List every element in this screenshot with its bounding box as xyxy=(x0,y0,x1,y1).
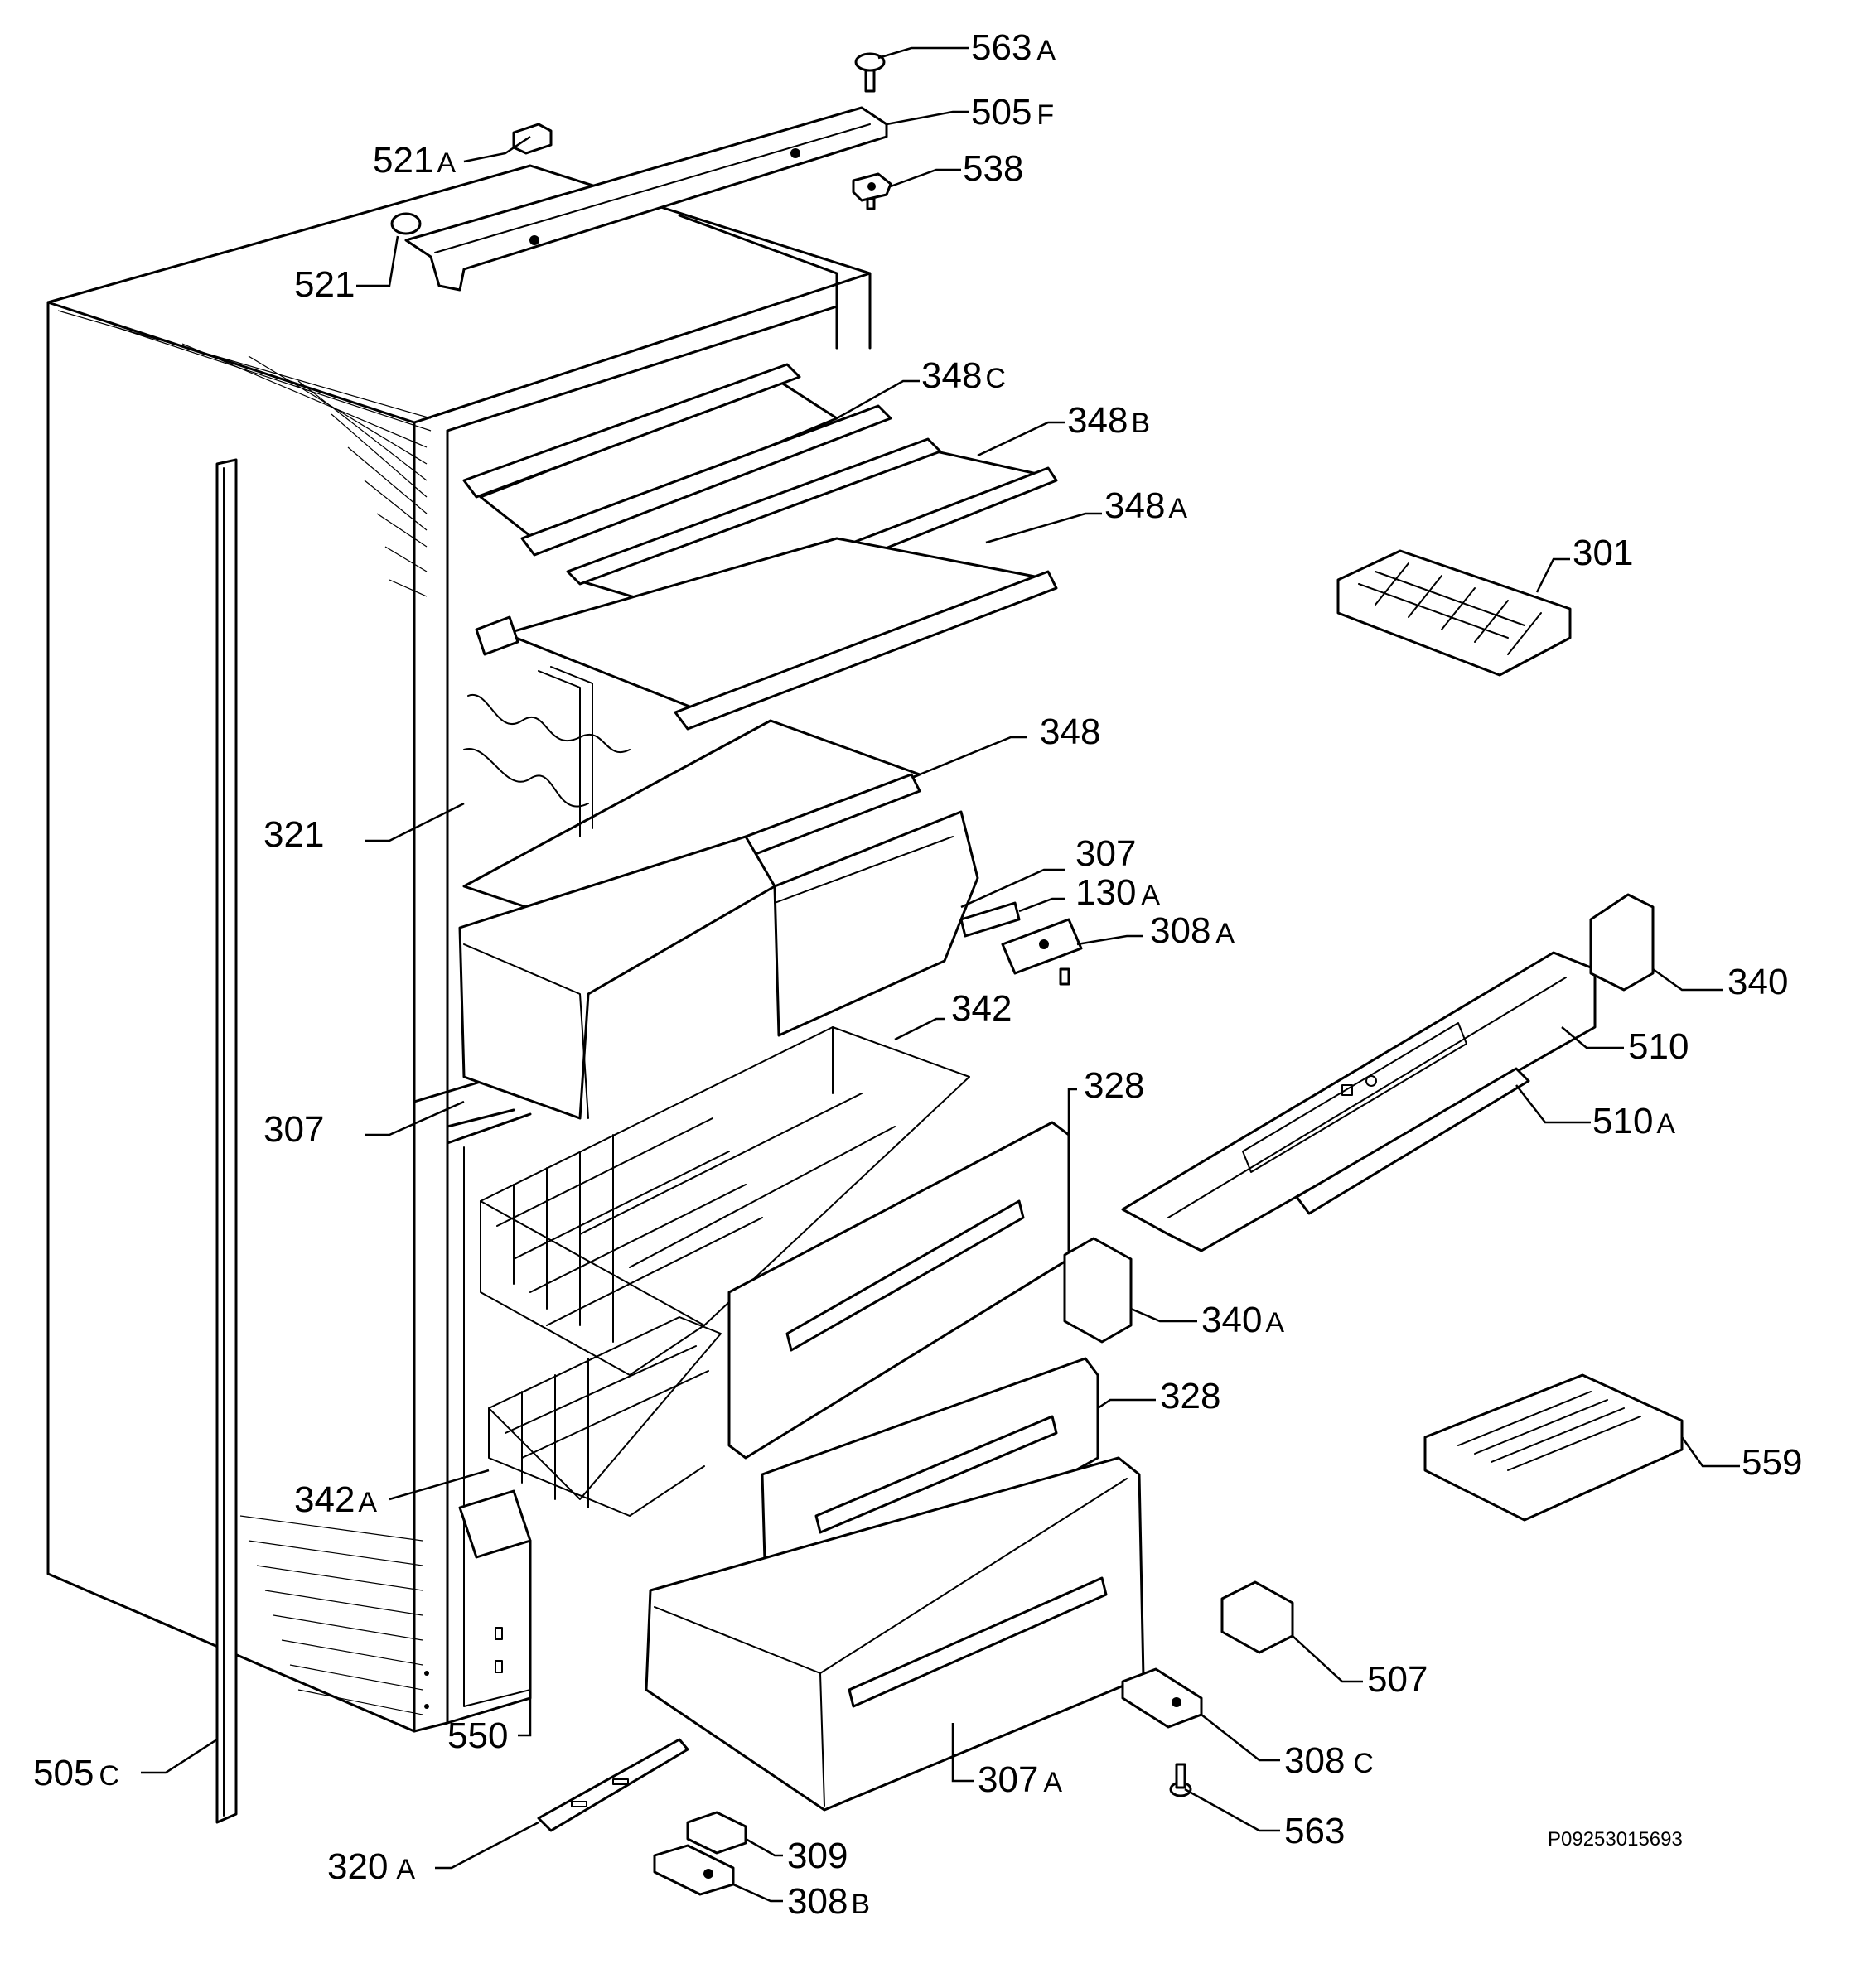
callout-309: 309 xyxy=(787,1836,848,1876)
end-cap-340a xyxy=(1063,1237,1133,1344)
bracket-538 xyxy=(852,172,892,210)
callout-328-mid: 328 xyxy=(1160,1376,1220,1416)
bottom-bin-307a xyxy=(645,1456,1145,1812)
cabinet-body xyxy=(46,164,872,1733)
hinge-308c xyxy=(1121,1667,1203,1729)
hinge-308a xyxy=(1001,918,1083,986)
callout-301: 301 xyxy=(1573,533,1633,573)
wire-basket-342a xyxy=(488,1316,722,1517)
callout-328-top: 328 xyxy=(1084,1065,1144,1106)
callout-510: 510 xyxy=(1628,1026,1689,1067)
ice-tray-301 xyxy=(1336,549,1572,677)
callout-538: 538 xyxy=(963,148,1023,189)
callout-507: 507 xyxy=(1367,1659,1428,1700)
glass-shelf-348a xyxy=(475,537,1058,731)
drawing-code: P09253015693 xyxy=(1548,1828,1683,1850)
callout-563: 563 xyxy=(1284,1811,1345,1851)
grille-559 xyxy=(1423,1373,1684,1522)
drawer-307-right xyxy=(773,810,979,1037)
callout-307-left: 307 xyxy=(263,1109,324,1150)
screw-563 xyxy=(1169,1763,1192,1797)
screw-563a xyxy=(854,52,886,93)
cap-521 xyxy=(390,212,422,235)
top-rail-505f xyxy=(404,106,888,292)
callout-340: 340 xyxy=(1727,962,1788,1002)
end-cap-340 xyxy=(1589,893,1655,992)
drawer-307-left xyxy=(458,835,776,1120)
drawer-front-328-upper xyxy=(727,1121,1070,1460)
callout-342: 342 xyxy=(951,988,1012,1029)
callout-348: 348 xyxy=(1040,712,1100,752)
clip-309 xyxy=(686,1811,747,1855)
callout-559: 559 xyxy=(1742,1442,1802,1483)
latch-507 xyxy=(1220,1580,1294,1654)
drawer-rail-550 xyxy=(458,1489,532,1559)
rail-320a xyxy=(537,1738,689,1832)
callout-321: 321 xyxy=(263,814,324,855)
wire-basket-342 xyxy=(480,1026,970,1376)
hinge-308b xyxy=(653,1844,735,1896)
callout-307-top: 307 xyxy=(1075,833,1136,874)
hinge-130a xyxy=(959,901,1021,938)
callout-550: 550 xyxy=(447,1715,508,1756)
panel-trim-510a xyxy=(1295,1067,1530,1215)
leader-lines xyxy=(141,46,1740,1903)
control-panel-510 xyxy=(1121,951,1597,1252)
door-gasket-505c xyxy=(215,458,238,1824)
glass-shelf-348c xyxy=(462,363,892,557)
cap-521a xyxy=(512,123,553,155)
callout-521: 521 xyxy=(294,264,355,305)
